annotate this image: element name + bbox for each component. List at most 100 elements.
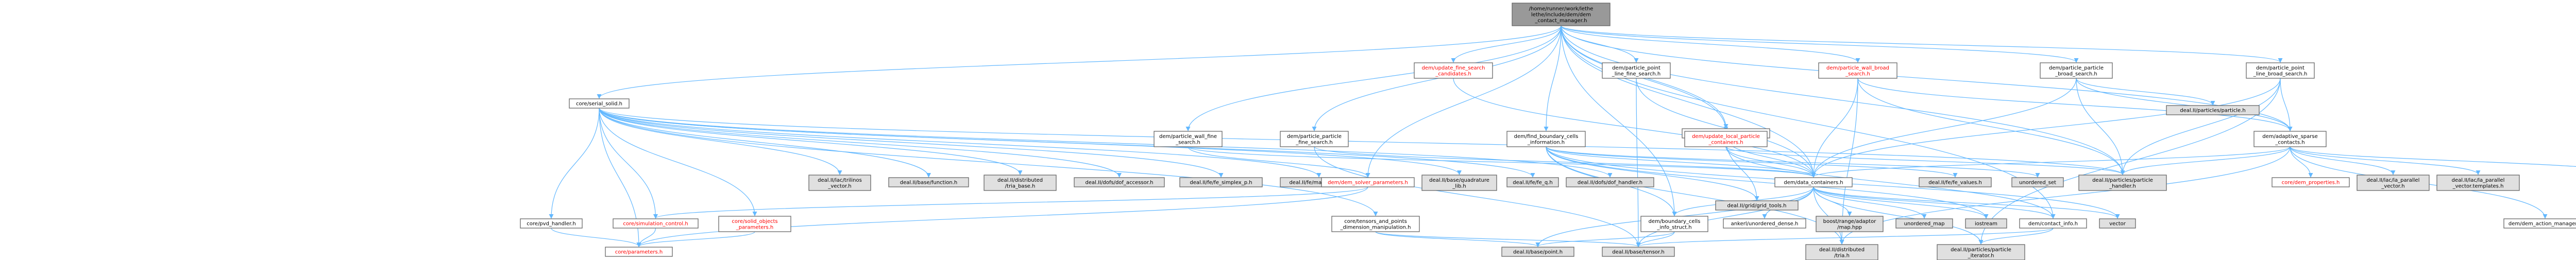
- edge-particle_particle_fine-to-base_tensor: [1314, 146, 1641, 247]
- node-label-line: core/serial_solid.h: [576, 101, 622, 107]
- file-node-particle-wall-fine[interactable]: dem/particle_wall_fine_search.h: [1154, 131, 1223, 147]
- edge-contact_info-to-particle_iterator: [1978, 228, 2054, 245]
- node-label-line: dem/particle_point: [2256, 65, 2304, 71]
- node-box: [1414, 62, 1493, 79]
- node-label-line: core/simulation_control.h: [623, 221, 688, 227]
- edge-particle_wall_fine-to-data_containers: [1188, 146, 1816, 178]
- node-label-line: dem/particle_point: [1612, 65, 1660, 71]
- node-box: [718, 216, 791, 232]
- file-node-boundary-cells-info[interactable]: dem/boundary_cells_info_struct.h: [1640, 216, 1708, 232]
- node-label-line: /tria_base.h: [1005, 183, 1036, 189]
- node-box: [1684, 131, 1768, 147]
- file-node-tensors-and-points[interactable]: core/tensors_and_points_dimension_manipu…: [1331, 216, 1420, 232]
- edge-adaptive_sparse-to-la_parallel_vector: [2290, 146, 2396, 175]
- node-label-line: ankerl/unordered_dense.h: [1731, 221, 1799, 227]
- node-label-line: deal.II/fe/mapping_fe.h: [1289, 180, 1348, 186]
- file-node-la-parallel-vector: deal.II/lac/la_parallel_vector.h: [2357, 175, 2430, 191]
- node-label-line: dem/adaptive_sparse: [2262, 134, 2318, 140]
- node-box: [1512, 3, 1611, 26]
- node-label-line: core/pvd_handler.h: [527, 221, 575, 227]
- edge-particle_wall_broad-to-adaptive_sparse: [1857, 78, 2293, 131]
- node-label-line: deal.II/grid/grid_tools.h: [1727, 203, 1786, 209]
- node-label-line: dem/data_containers.h: [1784, 180, 1843, 186]
- edge-serial_solid-to-fe_q: [599, 108, 1535, 178]
- node-box: [1919, 177, 1992, 187]
- file-node-trilinos-vector: deal.II/lac/trilinos_vector.h: [808, 175, 871, 191]
- file-node-base-point: deal.II/base/point.h: [1501, 247, 1574, 257]
- node-box: [1818, 62, 1897, 79]
- file-node-parameters[interactable]: core/parameters.h: [605, 247, 673, 257]
- edge-serial_solid-to-particle_handler: [599, 108, 2125, 175]
- edge-data_containers-to-vector: [1813, 186, 2120, 219]
- file-node-serial-solid[interactable]: core/serial_solid.h: [569, 98, 630, 109]
- file-node-adaptive-sparse[interactable]: dem/adaptive_sparse_contacts.h: [2253, 131, 2327, 147]
- file-node-solid-objects-parameters[interactable]: core/solid_objects_parameters.h: [718, 216, 791, 232]
- node-label-line: deal.II/particles/particle: [1951, 247, 2011, 253]
- edge-root-to-particle_handler: [1561, 25, 2125, 175]
- edge-serial_solid-to-simulation_control: [599, 108, 658, 219]
- node-label-line: dem/particle_wall_fine: [1159, 134, 1217, 140]
- node-label-line: dem/contact_info.h: [2028, 221, 2078, 227]
- node-box: [1774, 177, 1853, 187]
- file-node-particle-particle-fine[interactable]: dem/particle_particle_fine_search.h: [1280, 131, 1349, 147]
- edge-data_containers-to-unordered_map: [1813, 186, 1927, 219]
- edge-root-to-data_containers: [1561, 25, 1816, 178]
- file-node-dem-action-manager[interactable]: dem/dem_action_manager.h: [2503, 218, 2576, 229]
- edge-tensors_and_points-to-base_point: [1375, 231, 1540, 247]
- edge-root-to-particle_wall_fine: [1185, 25, 1562, 131]
- file-node-update-local-particle[interactable]: dem/update_local_particle_containers.h: [1684, 131, 1768, 147]
- node-label-line: vector: [2109, 221, 2126, 227]
- file-node-ankerl-unordered-dense[interactable]: ankerl/unordered_dense.h: [1723, 218, 1806, 229]
- node-label-line: _contacts.h: [2275, 140, 2304, 145]
- node-label-line: /tria.h: [1834, 253, 1850, 258]
- node-label-line: dem/dem_solver_parameters.h: [1328, 180, 1408, 186]
- node-box: [569, 98, 630, 109]
- file-node-contact-info[interactable]: dem/contact_info.h: [2019, 218, 2087, 229]
- edge-contact_info-to-base_tensor: [1636, 228, 2054, 247]
- edge-particle_point_line_broad-to-adaptive_sparse: [2280, 78, 2293, 131]
- edge-serial_solid-to-fe_simplex_p: [599, 108, 1224, 178]
- edge-particle_point_line_fine-to-base_tensor: [1636, 78, 1641, 247]
- node-box: [2166, 105, 2260, 115]
- edge-data_containers-to-distributed_tria: [1813, 186, 1844, 245]
- node-box: [2246, 62, 2315, 79]
- file-node-dem-properties[interactable]: core/dem_properties.h: [2272, 177, 2350, 187]
- edge-dem_solver_parameters-to-parameters: [636, 186, 1368, 247]
- file-node-particle-particle-broad[interactable]: dem/particle_particle_broad_search.h: [2040, 62, 2113, 79]
- node-box: [613, 218, 699, 229]
- node-label-line: deal.II/distributed: [1819, 247, 1865, 253]
- file-node-simulation-control[interactable]: core/simulation_control.h: [613, 218, 699, 229]
- root-file-node[interactable]: /home/runner/work/lethelethe/include/dem…: [1512, 3, 1611, 26]
- file-node-pvd-handler[interactable]: core/pvd_handler.h: [520, 218, 583, 229]
- node-label-line: _search.h: [1845, 71, 1870, 77]
- edge-root-to-update_fine_search: [1451, 25, 1562, 63]
- edge-find_boundary_cells-to-unordered_set: [1546, 146, 2040, 178]
- node-box: [2099, 218, 2136, 229]
- node-box: [1506, 131, 1586, 147]
- node-box: [2503, 218, 2576, 229]
- node-label-line: core/tensors_and_points: [1344, 219, 1407, 224]
- node-label-line: deal.II/particles/particle: [2092, 178, 2153, 183]
- file-node-particle-point-line-broad[interactable]: dem/particle_point_line_broad_search.h: [2246, 62, 2315, 79]
- node-label-line: deal.II/distributed: [997, 178, 1043, 183]
- edge-serial_solid-to-solid_objects_parameters: [599, 108, 757, 216]
- file-node-distributed-tria-base: deal.II/distributed/tria_base.h: [984, 175, 1057, 191]
- node-label-line: iostream: [1975, 221, 1997, 227]
- file-node-particle-iterator: deal.II/particles/particle_iterator.h: [1937, 244, 2025, 260]
- file-node-particle-wall-broad[interactable]: dem/particle_wall_broad_search.h: [1818, 62, 1897, 79]
- file-node-la-parallel-vector-templates: deal.II/lac/la_parallel_vector.templates…: [2436, 175, 2520, 191]
- node-label-line: _information.h: [1527, 140, 1565, 145]
- node-label-line: boost/range/adaptor: [1823, 219, 1877, 224]
- file-node-dem-solver-parameters[interactable]: dem/dem_solver_parameters.h: [1321, 177, 1415, 187]
- node-label-line: deal.II/lac/trilinos: [818, 178, 862, 183]
- file-node-particle-point-line-fine[interactable]: dem/particle_point_line_fine_search.h: [1602, 62, 1671, 79]
- file-node-find-boundary-cells[interactable]: dem/find_boundary_cells_information.h: [1506, 131, 1586, 147]
- node-box: [2019, 218, 2087, 229]
- node-label-line: unordered_map: [1904, 221, 1945, 227]
- node-label-line: deal.II/base/function.h: [900, 180, 957, 186]
- file-node-fe-values: deal.II/fe/fe_values.h: [1919, 177, 1992, 187]
- file-node-data-containers[interactable]: dem/data_containers.h: [1774, 177, 1853, 187]
- file-node-update-fine-search[interactable]: dem/update_fine_search_candidates.h: [1414, 62, 1493, 79]
- node-label-line: dem/update_local_particle: [1692, 134, 1760, 140]
- edge-adaptive_sparse-to-la_parallel_vector_templates: [2290, 146, 2481, 175]
